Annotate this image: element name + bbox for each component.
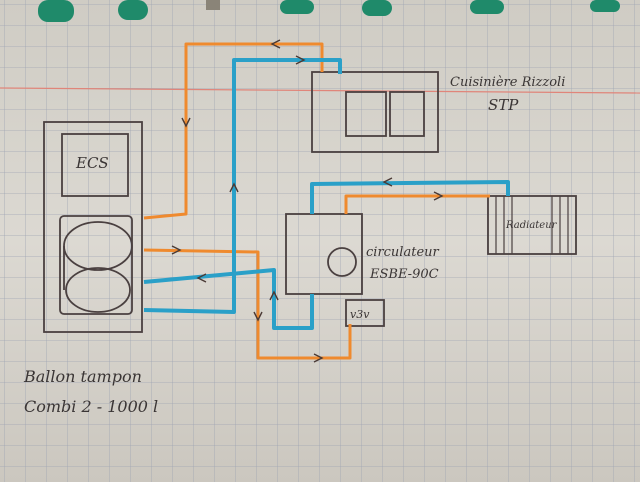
radiateur bbox=[487, 195, 577, 255]
ballon-label: Ballon tampon bbox=[23, 367, 142, 386]
cold-pipes bbox=[143, 58, 510, 330]
cuisiniere bbox=[311, 71, 439, 153]
circulateur-label: circulateur bbox=[366, 245, 440, 260]
v3v-label: v3v bbox=[350, 308, 370, 321]
pump-icon bbox=[327, 247, 357, 277]
binder-ring-icon bbox=[38, 0, 620, 22]
margin-line bbox=[0, 87, 640, 94]
ballon-model-label: Combi 2 - 1000 l bbox=[24, 397, 158, 416]
v3v-box bbox=[345, 299, 385, 327]
circulateur bbox=[285, 213, 385, 327]
radiateur-label: Radiateur bbox=[505, 220, 558, 231]
ecs-box bbox=[61, 133, 129, 197]
cuisiniere-label: Cuisinière Rizzoli bbox=[450, 75, 565, 90]
cuisiniere-model-label: STP bbox=[488, 96, 519, 114]
flow-arrow-icon bbox=[171, 39, 444, 363]
exchanger-box bbox=[59, 215, 133, 315]
coil-exchanger-icon bbox=[63, 221, 133, 313]
ecs-label: ECS bbox=[75, 154, 109, 172]
ballon-tampon bbox=[43, 121, 143, 333]
circulateur-model-label: ESBE-90C bbox=[369, 267, 439, 282]
